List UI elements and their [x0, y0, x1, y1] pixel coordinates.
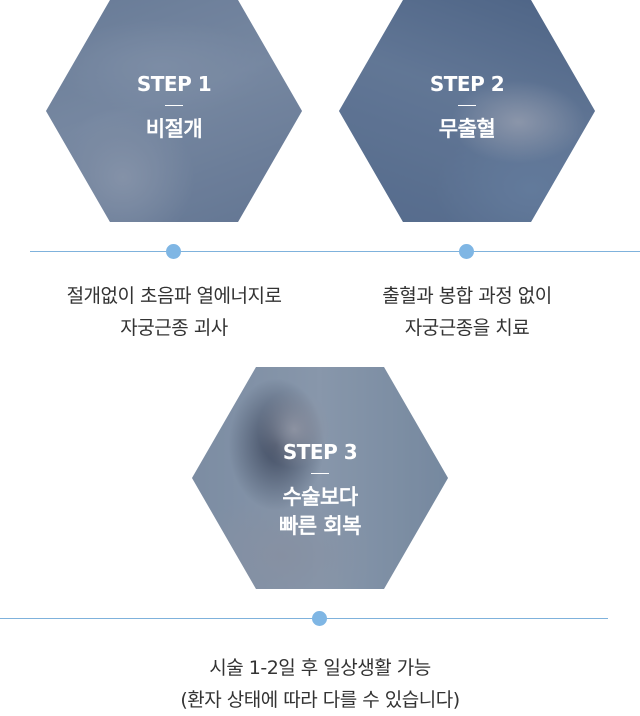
description-line: (환자 상태에 따라 다를 수 있습니다) [180, 689, 460, 711]
step-title-line: 수술보다 [282, 485, 358, 509]
timeline-line-1 [30, 251, 640, 252]
step-title: 수술보다 빠른 회복 [278, 483, 362, 541]
timeline-line-2 [0, 618, 608, 619]
step-1-description: 절개없이 초음파 열에너지로 자궁근종 괴사 [14, 280, 334, 344]
step-divider [458, 105, 476, 106]
timeline-dot-3 [312, 611, 327, 626]
step-1-text: STEP 1 비절개 [46, 72, 302, 144]
step-title: 무출혈 [438, 117, 496, 141]
description-line: 자궁근종 괴사 [120, 317, 228, 339]
timeline-dot-1 [166, 244, 181, 259]
step-3-hexagon: STEP 3 수술보다 빠른 회복 [192, 367, 448, 589]
step-1-hexagon: STEP 1 비절개 [46, 0, 302, 222]
description-line: 시술 1-2일 후 일상생활 가능 [209, 657, 431, 679]
step-3-description: 시술 1-2일 후 일상생활 가능 (환자 상태에 따라 다를 수 있습니다) [120, 652, 520, 716]
step-3-text: STEP 3 수술보다 빠른 회복 [192, 440, 448, 541]
step-divider [165, 105, 183, 106]
description-line: 자궁근종을 치료 [404, 317, 530, 339]
step-label: STEP 1 [136, 72, 212, 96]
step-2-hexagon: STEP 2 무출혈 [339, 0, 595, 222]
timeline-dot-2 [459, 244, 474, 259]
step-2-text: STEP 2 무출혈 [339, 72, 595, 144]
description-line: 출혈과 봉합 과정 없이 [382, 285, 552, 307]
step-title: 비절개 [145, 117, 203, 141]
step-label: STEP 2 [429, 72, 505, 96]
step-divider [311, 473, 329, 474]
description-line: 절개없이 초음파 열에너지로 [66, 285, 282, 307]
step-label: STEP 3 [282, 440, 358, 464]
step-title-line: 빠른 회복 [278, 514, 362, 538]
step-2-description: 출혈과 봉합 과정 없이 자궁근종을 치료 [307, 280, 627, 344]
